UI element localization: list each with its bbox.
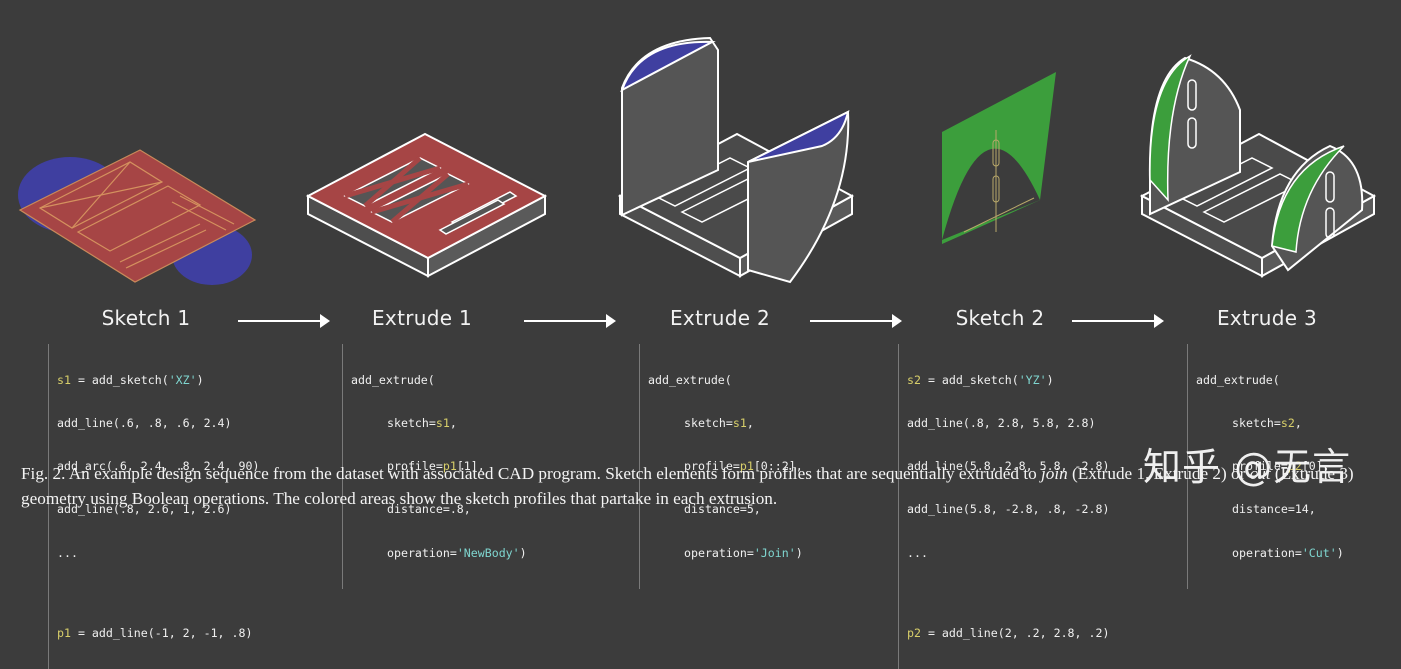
sketch2-illustration <box>942 72 1056 244</box>
arrow-2 <box>524 314 616 328</box>
arrow-1 <box>238 314 330 328</box>
figure: Sketch 1 Extrude 1 Extrude 2 Sketch 2 Ex… <box>18 36 1377 669</box>
figure-caption: Fig. 2. An example design sequence from … <box>21 464 1354 508</box>
sketch1-illustration <box>18 149 257 285</box>
step-label-sketch1: Sketch 1 <box>101 306 191 330</box>
extrude2-illustration <box>617 36 855 284</box>
arrow-3 <box>810 314 902 328</box>
step-label-extrude3: Extrude 3 <box>1217 306 1317 330</box>
step-label-extrude2: Extrude 2 <box>670 306 770 330</box>
arrow-4 <box>1072 314 1164 328</box>
extrude3-right-green <box>1271 145 1345 253</box>
watermark: 知乎 @无言 <box>1143 445 1352 489</box>
extrude3-left-green <box>1149 54 1192 203</box>
sketch1-red-profile <box>18 149 257 283</box>
extrude2-left-blue <box>620 40 716 93</box>
extrude2-right-blue <box>747 110 850 163</box>
extrude1-illustration <box>305 132 548 278</box>
extrude3-illustration <box>1139 54 1377 278</box>
cad-illustrations <box>18 36 1377 285</box>
step-label-sketch2: Sketch 2 <box>955 306 1045 330</box>
step-label-extrude1: Extrude 1 <box>372 306 472 330</box>
